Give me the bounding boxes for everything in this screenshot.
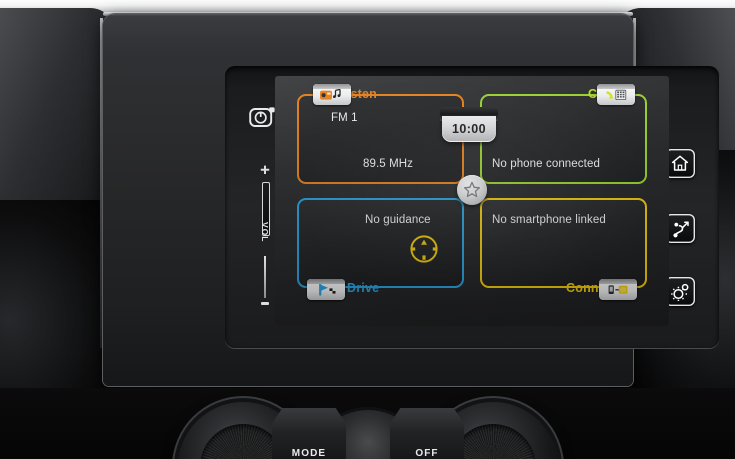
volume-track-upper[interactable] bbox=[262, 182, 270, 236]
tile-drive-status: No guidance bbox=[365, 214, 431, 226]
home-button[interactable] bbox=[665, 149, 695, 178]
tile-call-status: No phone connected bbox=[492, 158, 600, 170]
head-unit-body: VOL bbox=[103, 14, 719, 386]
tile-listen-icon-chip[interactable] bbox=[313, 84, 351, 105]
clock-display[interactable]: 10:00 bbox=[442, 116, 496, 142]
tile-drive-icon-chip[interactable] bbox=[307, 279, 345, 300]
tile-drive-title: Drive bbox=[347, 281, 380, 295]
climate-mode-button[interactable]: MODE bbox=[272, 408, 346, 459]
clock-time: 10:00 bbox=[452, 122, 486, 136]
tile-connect-icon-chip[interactable] bbox=[599, 279, 637, 300]
climate-control-row: MODE OFF bbox=[0, 388, 735, 459]
infotainment-screen[interactable]: Listen FM 1 89.5 MHz bbox=[275, 76, 669, 326]
route-button[interactable] bbox=[665, 214, 695, 243]
climate-off-label: OFF bbox=[415, 448, 439, 459]
tile-listen-source: FM 1 bbox=[331, 112, 358, 124]
head-unit-chrome-left bbox=[100, 18, 103, 348]
settings-button[interactable] bbox=[665, 277, 695, 306]
power-icon bbox=[249, 107, 275, 127]
tile-listen-frequency: 89.5 MHz bbox=[363, 158, 414, 170]
volume-down-icon bbox=[261, 302, 269, 305]
volume-up-icon bbox=[260, 165, 270, 174]
volume-rocker[interactable]: VOL bbox=[258, 164, 272, 312]
compass-north-icon bbox=[410, 235, 438, 263]
tile-connect-status: No smartphone linked bbox=[492, 214, 606, 226]
phone-keypad-icon bbox=[606, 89, 627, 100]
volume-track-lower[interactable] bbox=[264, 256, 266, 298]
tile-listen[interactable]: Listen FM 1 89.5 MHz bbox=[297, 84, 464, 184]
tile-drive[interactable]: Drive No guidance bbox=[297, 198, 464, 300]
favourites-star-button[interactable] bbox=[457, 175, 487, 205]
star-icon bbox=[463, 181, 481, 198]
windshield-light-band bbox=[0, 0, 735, 14]
radio-media-icon bbox=[320, 88, 341, 100]
navigation-flag-icon bbox=[319, 283, 336, 296]
volume-label: VOL bbox=[260, 222, 270, 243]
tile-call[interactable]: Call No phone connected bbox=[480, 84, 647, 184]
climate-mode-label: MODE bbox=[291, 448, 327, 459]
climate-off-button[interactable]: OFF bbox=[390, 408, 464, 459]
tile-connect[interactable]: Connect No smartphone linked bbox=[480, 198, 647, 300]
home-icon bbox=[671, 155, 689, 171]
gear-icon bbox=[670, 283, 688, 301]
smartphone-link-icon bbox=[608, 285, 628, 294]
power-button[interactable] bbox=[249, 104, 277, 131]
tile-call-icon-chip[interactable] bbox=[597, 84, 635, 105]
route-icon bbox=[672, 220, 689, 237]
